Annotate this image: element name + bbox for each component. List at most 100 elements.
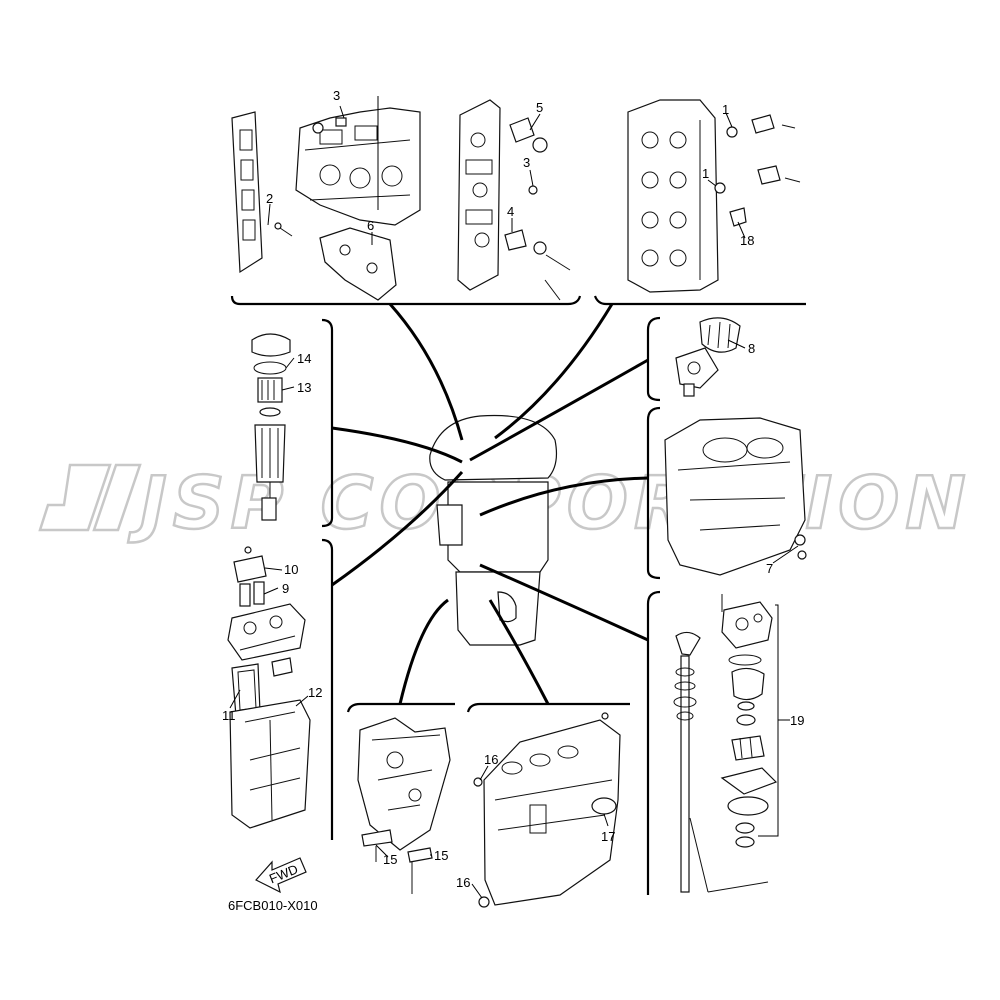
callout-5: 5	[536, 100, 543, 115]
callout-19: 19	[790, 713, 804, 728]
sensor-1a	[726, 126, 738, 138]
filter-connector	[261, 497, 277, 521]
callout-9: 9	[282, 581, 289, 596]
fwd-arrow-shape	[255, 857, 307, 894]
spacer-part	[737, 701, 755, 711]
callout-8: 8	[748, 341, 755, 356]
cover-10	[233, 555, 267, 583]
plug-part	[274, 222, 282, 230]
filter-ring	[259, 407, 281, 417]
connector-top-left	[388, 303, 464, 441]
key-part	[736, 714, 756, 726]
bracket-top-right	[593, 295, 806, 306]
exhaust-cover	[457, 99, 501, 291]
anode-15a	[361, 829, 393, 847]
group-oil-pan	[664, 417, 807, 576]
sensor-bracket-b	[757, 165, 781, 185]
sensor-body	[509, 117, 535, 143]
clamp-bracket	[436, 504, 463, 546]
sensor-1b	[714, 182, 726, 194]
small-plug	[335, 117, 347, 127]
insert-cartridge	[731, 667, 765, 701]
oil-filter-bracket	[675, 347, 719, 389]
callout-12: 12	[308, 685, 322, 700]
bracket-bracket-assy	[346, 702, 455, 713]
callout-11: 11	[222, 708, 236, 723]
callout-1b: 1	[702, 166, 709, 181]
group-fuel-filter	[251, 333, 291, 521]
grommet-16b	[478, 896, 490, 908]
cylinder-head	[627, 99, 719, 293]
thermostat-cover	[319, 227, 397, 301]
bracket-oil-filter	[646, 316, 661, 402]
callout-10: 10	[284, 562, 298, 577]
group-water-pump	[673, 594, 778, 893]
callout-3a: 3	[333, 88, 340, 103]
callout-16a: 16	[484, 752, 498, 767]
callout-6: 6	[367, 218, 374, 233]
fuel-filter-cap	[251, 333, 291, 357]
drawing-code: 6FCB010-X010	[228, 898, 318, 913]
connector-lower-case	[488, 599, 550, 705]
water-pump-housing	[721, 601, 773, 649]
lower-case	[483, 719, 621, 906]
bracket-oil-pan	[646, 406, 661, 580]
fwd-arrow: FWD	[255, 857, 307, 894]
group-top-right	[627, 99, 801, 293]
connector-lines	[331, 303, 649, 705]
grommet-5	[532, 137, 548, 153]
callout-labels: 1 1 2 3 3 4 5 6 7 8 9 10 11 12 13 14 15 …	[222, 88, 804, 890]
cover-17	[591, 797, 617, 815]
washer-part	[533, 241, 547, 255]
watermark-logo-mark	[38, 463, 112, 532]
connector-oil-filter	[469, 358, 649, 462]
vst-tank-12	[229, 699, 311, 829]
group-lower-case	[473, 712, 621, 908]
callout-16b: 16	[456, 875, 470, 890]
anode-15b	[407, 847, 433, 863]
callout-14: 14	[297, 351, 311, 366]
intake-gasket-plate	[231, 111, 263, 274]
oil-pan	[664, 417, 806, 576]
connector-water-pump	[479, 563, 649, 642]
connector-fuel-filter	[331, 426, 463, 464]
connector-vst	[331, 470, 464, 587]
sensor-bracket-a	[751, 114, 775, 134]
callout-17: 17	[601, 829, 615, 844]
bracket-vst	[321, 538, 334, 840]
valve-9b	[253, 581, 265, 605]
bolt-part	[601, 712, 609, 720]
seal-part-b	[735, 836, 755, 848]
vst-body	[227, 603, 306, 661]
callout-7: 7	[766, 561, 773, 576]
callout-15b: 15	[434, 848, 448, 863]
gasket-plate	[727, 796, 769, 816]
callout-18: 18	[740, 233, 754, 248]
oil-filter-fitting	[683, 383, 695, 397]
anode-4	[504, 229, 527, 251]
callout-4: 4	[507, 204, 514, 219]
group-vst	[227, 546, 311, 829]
impeller	[731, 735, 765, 761]
o-ring-19a	[728, 654, 762, 666]
callout-1a: 1	[722, 102, 729, 117]
connector-oil-pan	[479, 476, 649, 517]
connector-bracket	[398, 598, 449, 705]
callout-3b: 3	[523, 155, 530, 170]
section-brackets	[230, 295, 806, 895]
watermark-logo-bar	[92, 463, 142, 532]
drain-gasket-7	[797, 550, 807, 560]
plug-3b	[528, 185, 538, 195]
bracket-lower-case	[466, 702, 630, 713]
bracket-top-left	[230, 295, 582, 306]
screw-part	[244, 546, 252, 554]
swivel-bracket	[357, 717, 451, 851]
group-oil-filter	[675, 317, 741, 397]
outboard-silhouette	[429, 414, 558, 646]
outer-plate	[720, 767, 778, 795]
bracket-water-pump	[646, 590, 661, 895]
group-bracket-assy	[357, 717, 451, 894]
callout-15a: 15	[383, 852, 397, 867]
connector-top-right	[494, 303, 614, 440]
